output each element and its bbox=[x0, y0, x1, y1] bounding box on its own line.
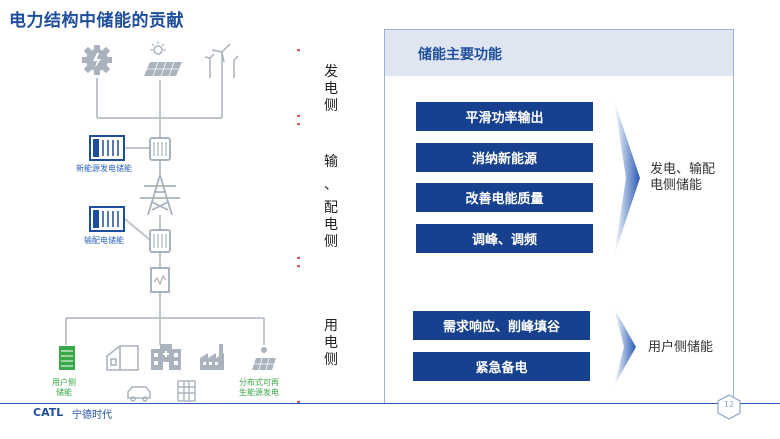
functions-panel bbox=[384, 29, 734, 404]
group1-label-line2: 电侧储能 bbox=[650, 178, 703, 193]
side-char: 侧 bbox=[324, 98, 338, 114]
power-quality-button: 改善电能质量 bbox=[416, 183, 593, 212]
office-building-icon bbox=[177, 380, 196, 402]
side-char: 、 bbox=[324, 177, 338, 193]
side-char: 电 bbox=[324, 81, 338, 97]
slide-title: 电力结构中储能的贡献 bbox=[9, 11, 184, 31]
side-char: 侧 bbox=[324, 234, 338, 250]
side-char: 输 bbox=[324, 154, 338, 170]
meter-box-icon bbox=[150, 267, 170, 293]
transformer-icon bbox=[149, 229, 171, 253]
side-char: 用 bbox=[324, 318, 338, 334]
transmission-tower-icon bbox=[140, 174, 180, 216]
section-brackets bbox=[296, 49, 300, 403]
demand-response-button: 需求响应、削峰填谷 bbox=[413, 311, 590, 340]
generation-side-label: 发 电 侧 bbox=[322, 64, 340, 115]
battery-storage-icon bbox=[89, 135, 125, 161]
side-char: 发 bbox=[324, 64, 338, 80]
side-char: 配 bbox=[324, 200, 338, 216]
emergency-backup-button: 紧急备电 bbox=[413, 352, 590, 381]
peak-frequency-regulation-button: 调峰、调频 bbox=[416, 224, 593, 253]
chevron-right-icon bbox=[614, 308, 636, 386]
electric-car-icon bbox=[127, 386, 151, 402]
user-side-storage-label: 用户侧储能 bbox=[648, 340, 714, 355]
functions-panel-title: 储能主要功能 bbox=[418, 47, 502, 63]
user-storage-label-line1: 用户侧 bbox=[52, 378, 76, 387]
chevron-right-icon bbox=[614, 100, 640, 256]
gen-storage-label: 新能源发电储能 bbox=[76, 164, 132, 173]
transformer-icon bbox=[149, 137, 171, 161]
building-icon bbox=[151, 344, 181, 370]
user-side-label: 用 电 侧 bbox=[322, 318, 340, 369]
side-char: 电 bbox=[324, 335, 338, 351]
side-char: 电 bbox=[324, 217, 338, 233]
factory-icon bbox=[200, 344, 224, 370]
distributed-label-line1: 分布式可再 bbox=[239, 378, 279, 387]
distributed-generation-label: 分布式可再 生能源发电 bbox=[239, 378, 279, 398]
grid-storage-label: 输配电储能 bbox=[84, 236, 124, 245]
page-number-badge bbox=[717, 394, 741, 420]
functions-panel-header bbox=[385, 30, 733, 76]
side-char: 侧 bbox=[324, 352, 338, 368]
absorb-renewables-button: 消纳新能源 bbox=[416, 143, 593, 172]
smooth-power-output-button: 平滑功率输出 bbox=[416, 102, 593, 131]
brand-logo: CATL bbox=[33, 406, 64, 419]
user-storage-label-line2: 储能 bbox=[56, 388, 72, 397]
wind-turbine-icon bbox=[204, 43, 239, 78]
gen-transmission-storage-label: 发电、输配 电侧储能 bbox=[650, 162, 715, 194]
user-storage-label: 用户侧 储能 bbox=[52, 378, 76, 398]
house-icon bbox=[106, 345, 139, 371]
brand-logo-cn: 宁德时代 bbox=[72, 410, 112, 421]
user-battery-icon bbox=[59, 346, 75, 370]
battery-storage-icon bbox=[89, 206, 125, 232]
group1-label-line1: 发电、输配 bbox=[650, 162, 716, 177]
footer-divider bbox=[0, 403, 780, 404]
transmission-side-label: 输 、 配 电 侧 bbox=[322, 154, 340, 251]
power-structure-diagram bbox=[59, 41, 300, 403]
solar-panel-icon bbox=[144, 41, 182, 77]
distributed-label-line2: 生能源发电 bbox=[239, 388, 279, 397]
distributed-solar-icon bbox=[252, 347, 276, 371]
page-number: 12 bbox=[723, 400, 735, 409]
gear-icon bbox=[82, 45, 112, 75]
